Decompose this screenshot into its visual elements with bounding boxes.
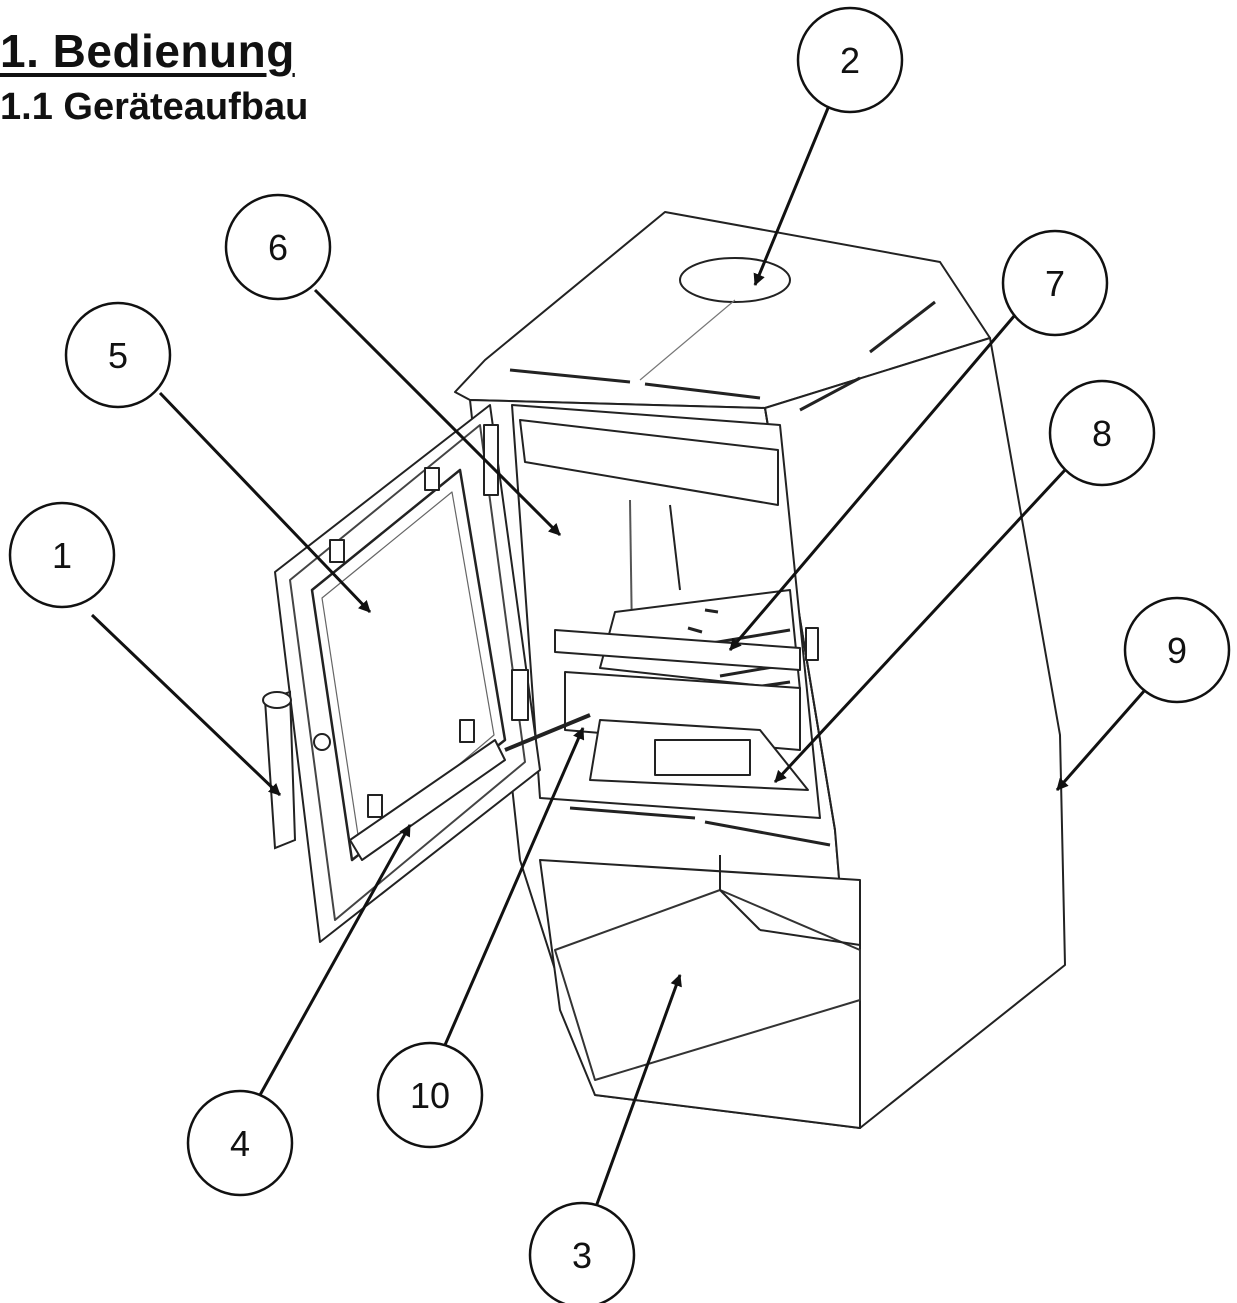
svg-text:1: 1 — [52, 535, 72, 576]
svg-text:8: 8 — [1092, 413, 1112, 454]
callout-1: 1 — [8, 501, 116, 609]
leader-1 — [90, 613, 282, 797]
section-heading: 1. Bedienung — [0, 25, 295, 77]
stove-body — [454, 211, 1066, 1129]
svg-text:7: 7 — [1045, 263, 1065, 304]
callout-6: 6 — [224, 193, 332, 301]
callout-10: 10 — [376, 1041, 484, 1149]
callout-4: 4 — [186, 1089, 294, 1197]
leader-4 — [258, 824, 412, 1096]
callouts: 1 2 3 4 5 6 7 8 — [8, 6, 1231, 1303]
svg-text:4: 4 — [230, 1123, 250, 1164]
leader-10 — [443, 727, 585, 1046]
callout-7: 7 — [1001, 229, 1109, 337]
flue-outlet — [679, 257, 791, 303]
svg-text:10: 10 — [410, 1075, 450, 1116]
callout-2: 2 — [796, 6, 904, 114]
leader-3 — [591, 974, 682, 1216]
callout-9: 9 — [1123, 596, 1231, 704]
leader-6 — [313, 288, 562, 537]
leader-5 — [158, 391, 372, 614]
leader-7 — [728, 314, 1017, 651]
svg-text:2: 2 — [840, 40, 860, 81]
leader-2 — [753, 107, 830, 286]
callout-3: 3 — [528, 1201, 636, 1303]
subsection-heading: 1.1 Geräteaufbau — [0, 86, 309, 128]
leader-9 — [1055, 689, 1147, 791]
callout-8: 8 — [1048, 379, 1156, 487]
svg-text:5: 5 — [108, 335, 128, 376]
leader-8 — [773, 468, 1067, 784]
handle-tool — [262, 690, 297, 850]
stove-door — [274, 404, 591, 943]
leader-lines — [90, 107, 1147, 1216]
svg-text:9: 9 — [1167, 630, 1187, 671]
svg-text:3: 3 — [572, 1235, 592, 1276]
callout-5: 5 — [64, 301, 172, 409]
svg-text:6: 6 — [268, 227, 288, 268]
